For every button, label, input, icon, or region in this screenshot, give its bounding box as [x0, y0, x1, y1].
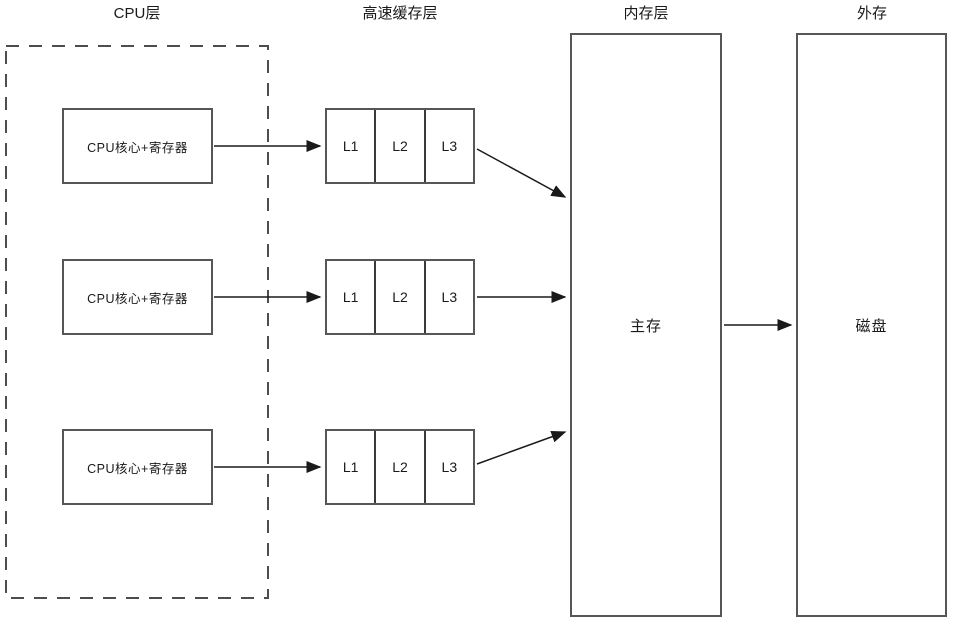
disk-label: 磁盘 [855, 317, 888, 335]
layer-title-cpu: CPU层 [113, 5, 161, 22]
cache-cell-l3: L3 [423, 431, 473, 503]
cache-cell-l3: L3 [423, 261, 473, 333]
disk-box: 磁盘 [796, 33, 947, 617]
cache-cell-l1: L1 [342, 138, 359, 154]
cpu-core-box-1: CPU核心+寄存器 [62, 108, 213, 184]
arrow-cache3-to-memory [476, 430, 567, 465]
cache-group-1: L1 L2 L3 [325, 108, 475, 184]
cache-cell-l3: L3 [423, 110, 473, 182]
cpu-core-box-2: CPU核心+寄存器 [62, 259, 213, 335]
arrow-cache1-to-memory [476, 148, 567, 198]
cache-cell-l1: L1 [342, 459, 359, 475]
main-memory-box: 主存 [570, 33, 722, 617]
cpu-core-label: CPU核心+寄存器 [87, 461, 188, 476]
cpu-core-box-3: CPU核心+寄存器 [62, 429, 213, 505]
cache-group-2: L1 L2 L3 [325, 259, 475, 335]
cpu-core-label: CPU核心+寄存器 [87, 140, 188, 155]
cache-cell-l2: L2 [374, 110, 423, 182]
cpu-core-label: CPU核心+寄存器 [87, 291, 188, 306]
layer-title-memory: 内存层 [623, 5, 669, 22]
layer-title-external: 外存 [856, 5, 888, 22]
cache-group-3: L1 L2 L3 [325, 429, 475, 505]
cache-cell-l2: L2 [374, 261, 423, 333]
cache-cell-l2: L2 [374, 431, 423, 503]
cache-cell-l1: L1 [342, 289, 359, 305]
main-memory-label: 主存 [629, 317, 662, 335]
layer-title-cache: 高速缓存层 [362, 5, 438, 22]
